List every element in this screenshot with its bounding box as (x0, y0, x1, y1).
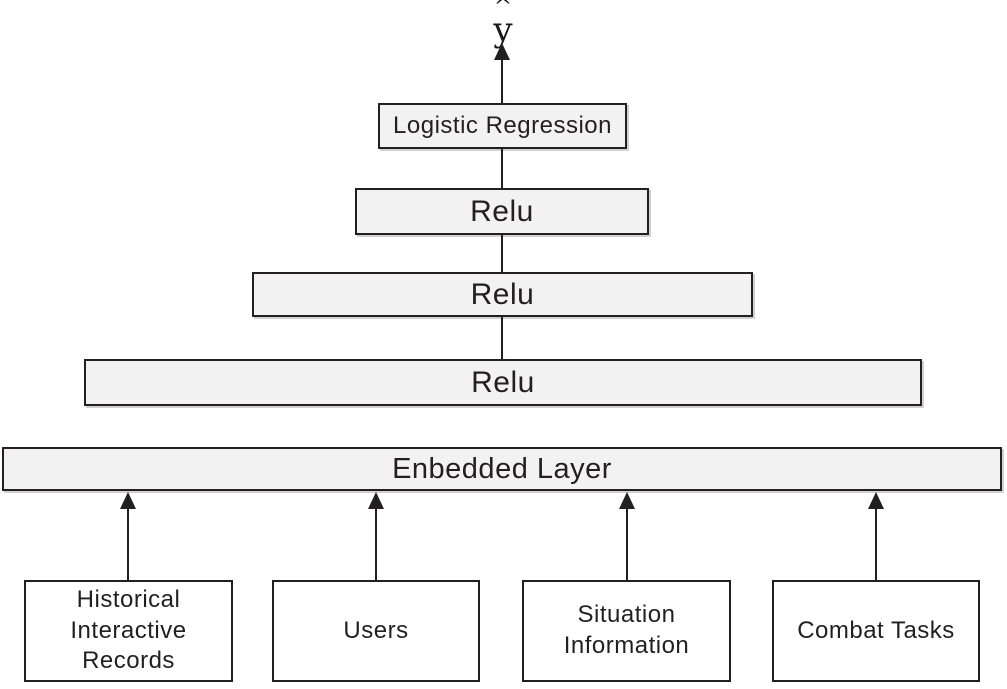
up-arrowhead-icon (120, 492, 136, 509)
predicted-output-label: ^ y (478, 0, 528, 50)
input-label: Combat Tasks (797, 616, 955, 644)
output-variable: y (493, 10, 513, 50)
input-label: Users (343, 616, 409, 644)
connector-line (501, 317, 503, 359)
arrow-shaft-output (501, 59, 503, 104)
layer-label: Enbedded Layer (392, 452, 612, 485)
connector-line (501, 149, 503, 188)
arrow-shaft-input (875, 508, 877, 580)
up-arrowhead-icon (868, 492, 884, 509)
layer-label: Relu (470, 194, 534, 228)
up-arrowhead-icon (368, 492, 384, 509)
layer-label: Relu (470, 277, 535, 311)
input-box-combat-tasks: Combat Tasks (772, 580, 980, 682)
layer-box-logistic-regression: Logistic Regression (378, 103, 627, 149)
input-label: Historical Interactive Records (70, 585, 187, 675)
connector-line (501, 235, 503, 272)
arrow-shaft-input (375, 508, 377, 580)
arrow-shaft-input (626, 508, 628, 580)
input-label: Situation Information (563, 601, 690, 659)
layer-box-relu-1: Relu (355, 188, 649, 235)
layer-box-relu-2: Relu (252, 272, 753, 317)
layer-label: Logistic Regression (393, 112, 612, 139)
arrow-shaft-input (127, 508, 129, 580)
layer-box-embedded: Enbedded Layer (2, 447, 1002, 491)
input-box-users: Users (272, 580, 480, 682)
layer-box-relu-3: Relu (84, 359, 922, 406)
up-arrowhead-icon (494, 43, 510, 60)
up-arrowhead-icon (619, 492, 635, 509)
input-box-historical-interactive-records: Historical Interactive Records (24, 580, 233, 682)
layer-label: Relu (471, 365, 535, 399)
input-box-situation-information: Situation Information (522, 580, 731, 682)
hat-accent: ^ (493, 0, 513, 20)
